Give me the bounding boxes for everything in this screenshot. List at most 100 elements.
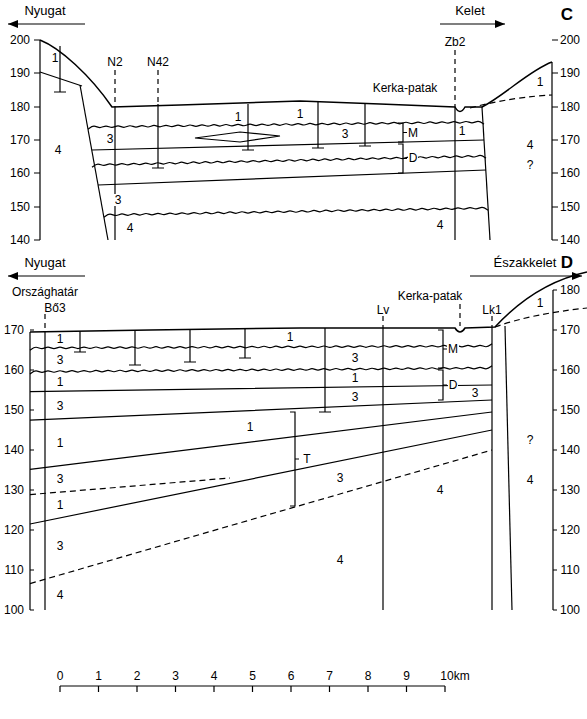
bracket [438,370,447,400]
layer-number: 1 [536,297,545,309]
axis-value: 160 [559,364,581,376]
direction-arrow [440,23,505,24]
axis-value: 170 [9,134,31,146]
layer-boundary [30,385,492,524]
axis-value: 140 [559,234,581,246]
fault-line [505,326,512,610]
axis-value: 160 [3,364,25,376]
section-letter: D [560,254,574,271]
layer-boundary [92,140,484,150]
scale-value: 4 [210,670,219,682]
place-name: Kerka-patak [372,82,439,94]
layer-number: 1 [458,125,467,137]
axis-value: 140 [3,444,25,456]
layer-number: 3 [351,352,360,364]
layer-number: 3 [336,472,345,484]
scale-bar [60,686,445,692]
axis-value: 180 [9,101,31,113]
layer-number: 4 [54,144,63,156]
unit-letter: D [448,379,459,391]
axis-value: 120 [559,524,581,536]
scale-value: 0 [56,670,65,682]
axis-value: 140 [9,234,31,246]
direction-arrow [8,23,85,24]
layer-number: 4 [436,219,445,231]
layer-number: 1 [56,376,65,388]
axis-value: 100 [3,604,25,616]
ground-surface [40,40,552,112]
layer-number: 4 [336,554,345,566]
direction-label: Kelet [454,4,486,17]
well-name: N42 [146,56,170,68]
layer-number: 1 [296,108,305,120]
bracket [290,412,299,506]
lens [195,132,280,142]
axis-value: 160 [9,167,31,179]
well-name: Bő3 [43,302,66,314]
layer-number: 3 [471,387,480,399]
layer-boundary [470,95,552,108]
layer-boundary [98,170,486,185]
layer-number: 3 [56,473,65,485]
scale-value: 9 [402,670,411,682]
scale-value: 2 [133,670,142,682]
layer-number: 4 [526,474,535,486]
bracket [398,123,407,142]
scale-value: 1 [94,670,103,682]
unit-letter: M [407,127,419,139]
layer-number: 1 [56,499,65,511]
layer-number: 1 [234,111,243,123]
axis-value: 140 [559,444,581,456]
layer-number: 1 [286,331,295,343]
scale-value: 10km [439,670,470,682]
layer-boundary [30,450,492,584]
fault-line [482,107,490,240]
unconformity-line [104,207,488,217]
axis [34,40,40,240]
layer-number: 1 [56,333,65,345]
layer-number: 3 [351,391,360,403]
unit-letter: D [408,152,419,164]
direction-label: Északkelet [493,256,558,269]
axis-value: 110 [559,564,580,576]
axis-value: 200 [9,34,31,46]
layer-number: 3 [56,400,65,412]
layer-number: 3 [114,194,123,206]
axis-value: 100 [559,604,581,616]
layer-number: ? [526,159,535,171]
borehole [54,46,455,240]
axis-value: 170 [3,324,25,336]
bracket [438,330,447,368]
scale-value: 8 [364,670,373,682]
borehole [115,50,455,107]
layer-number: 4 [526,139,535,151]
unconformity-line [30,344,492,350]
layer-number: 1 [536,76,545,88]
place-name: Kerka-patak [397,290,464,302]
axis-value: 160 [559,167,581,179]
axis-value: 150 [3,404,25,416]
direction-arrow [470,275,582,276]
layer-number: 3 [341,128,350,140]
axis-value: 150 [9,201,31,213]
unconformity-line [92,155,486,167]
axis [553,290,557,610]
section-letter: C [560,6,574,23]
axis-value: 190 [9,67,31,79]
borehole [45,304,492,332]
layer-number: 1 [246,421,255,433]
unit-letter: M [447,343,459,355]
well-name: N2 [106,56,123,68]
well-name: Lv [376,304,391,316]
layer-number: 1 [56,437,65,449]
scale-value: 6 [287,670,296,682]
place-name: Országhatár [11,286,79,298]
direction-label: Nyugat [23,4,66,17]
layer-number: 3 [106,133,115,145]
axis-value: 120 [3,524,25,536]
axis-value: 170 [559,134,581,146]
layer-number: 3 [56,354,65,366]
axis-value: 110 [3,564,24,576]
axis-value: 150 [559,404,581,416]
